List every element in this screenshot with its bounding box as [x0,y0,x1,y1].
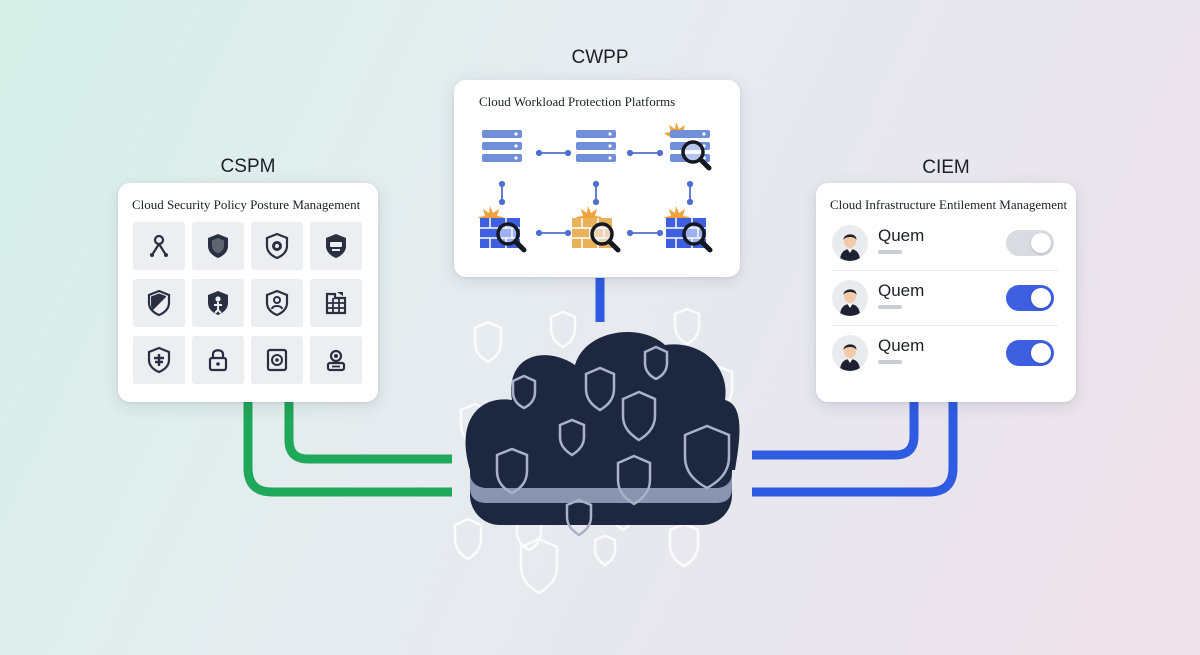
shield-half-icon [147,289,171,317]
user-avatar-icon [840,289,860,316]
server-scan-icon [664,122,710,168]
cspm-tile[interactable] [133,279,185,327]
padlock-icon [208,349,228,372]
shield-icon [208,234,228,258]
server-icon [482,130,522,162]
firewall-grid-icon [325,292,347,315]
firewall-scan-icon [664,206,710,250]
cwpp-card: Cloud Workload Protection Platforms [454,80,740,277]
cspm-tile[interactable] [251,279,303,327]
cspm-tile[interactable] [251,336,303,384]
cspm-tile[interactable] [192,222,244,270]
row-divider [832,270,1058,271]
row-divider [832,325,1058,326]
user-avatar-icon [840,344,860,371]
user-avatar-icon [840,234,860,261]
cspm-tile[interactable] [133,336,185,384]
ciem-user-row: Quem [832,272,1058,326]
shield-person-icon [208,291,228,315]
ciem-connector [752,402,958,497]
cspm-tile[interactable] [310,279,362,327]
cspm-tile[interactable] [310,336,362,384]
ciem-user-row: Quem [832,327,1058,381]
ciem-heading: CIEM [922,157,970,178]
user-name: Quem [878,336,925,355]
person-node-icon [150,234,168,257]
cwpp-card-title: Cloud Workload Protection Platforms [479,94,676,109]
ciem-card: Cloud Infrastructure Entilement Manageme… [816,183,1076,402]
user-subtitle-placeholder [878,360,902,364]
camera-device-icon [326,349,346,372]
permission-toggle[interactable] [1006,230,1054,256]
cspm-tile[interactable] [192,279,244,327]
cspm-tile[interactable] [251,222,303,270]
ciem-card-title: Cloud Infrastructure Entilement Manageme… [830,197,1068,212]
shield-cross-icon [147,346,171,374]
cspm-tile[interactable] [192,336,244,384]
toggle-knob [1031,233,1051,253]
cspm-card: Cloud Security Policy Posture Management [118,183,378,402]
toggle-knob [1031,288,1051,308]
server-icon [576,130,616,162]
safe-dial-icon [266,348,288,372]
user-subtitle-placeholder [878,250,902,254]
shield-badge-icon [326,234,346,258]
permission-toggle[interactable] [1006,285,1054,311]
cspm-connector [243,402,452,497]
cwpp-heading: CWPP [571,47,629,68]
ciem-user-row: Quem [832,217,1058,271]
cspm-heading: CSPM [220,156,276,177]
permission-toggle[interactable] [1006,340,1054,366]
cspm-tile[interactable] [133,222,185,270]
cwpp-workload-diagram [478,122,740,268]
avatar [832,335,868,371]
shield-lock-icon [265,289,289,317]
avatar [832,280,868,316]
toggle-knob [1031,343,1051,363]
cspm-tile[interactable] [310,222,362,270]
firewall-scan-icon [478,206,524,250]
firewall-scan-icon [571,206,618,250]
cloud-shape [465,331,740,537]
user-name: Quem [878,281,925,300]
shield-gear-icon [265,232,289,260]
user-name: Quem [878,226,925,245]
cspm-card-title: Cloud Security Policy Posture Management [132,197,361,212]
user-subtitle-placeholder [878,305,902,309]
avatar [832,225,868,261]
